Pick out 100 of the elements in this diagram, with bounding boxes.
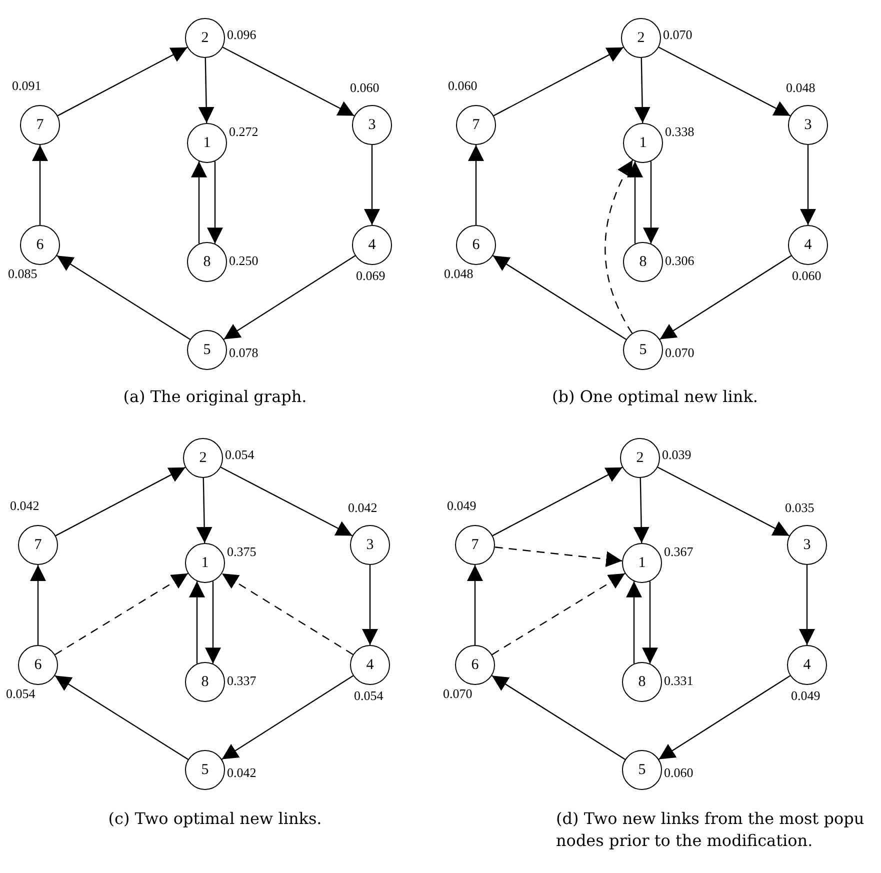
value-label: 0.060 [448,79,478,92]
arrow [468,145,484,225]
caption: (a) The original graph. [122,386,308,408]
arrow [634,58,650,124]
graph-node: 7 [456,105,496,145]
caption: (c) Two optimal new links. [107,808,323,830]
arrow [57,46,188,116]
value-label: 0.085 [8,267,38,280]
graph-node: 5 [185,750,225,790]
value-label: 0.060 [350,81,380,94]
arrow [30,565,46,645]
graph-node: 6 [455,645,495,685]
value-label: 0.042 [227,766,256,779]
arrow [32,145,48,225]
value-label: 0.049 [791,689,820,702]
value-label: 0.060 [792,269,822,282]
graph-node: 1 [187,123,227,163]
arrow [56,255,190,340]
graph-node: 3 [352,105,392,145]
arrow [196,478,212,544]
arrow [220,466,353,536]
arrow [493,46,624,116]
value-label: 0.272 [229,125,258,138]
dashed-arrow [222,573,354,655]
value-label: 0.367 [664,545,694,558]
graph-node: 2 [621,18,661,58]
graph-node: 3 [350,525,390,565]
caption: (b) One optimal new link. [551,386,759,408]
value-label: 0.091 [12,79,42,92]
value-label: 0.042 [348,501,378,514]
arrow [205,581,221,664]
arrow [660,255,792,340]
arrow [657,466,790,536]
graph-node: 5 [622,750,662,790]
graph-node: 3 [788,105,828,145]
graph-node: 8 [623,242,663,282]
graph-node: 8 [187,242,227,282]
value-label: 0.054 [225,448,254,461]
value-label: 0.048 [786,81,816,94]
arrow [54,675,188,760]
graph-node: 8 [185,662,225,702]
arrow [224,255,356,340]
value-label: 0.096 [227,28,256,41]
graph-node: 6 [20,225,60,265]
dashed-arrow [494,546,622,568]
value-label: 0.306 [665,254,694,267]
arrow [800,145,816,225]
value-label: 0.060 [664,766,694,779]
arrow [198,58,214,124]
arrow [492,255,626,340]
graph-node: 1 [622,543,662,583]
value-label: 0.035 [785,501,814,514]
graph-node: 4 [787,645,827,685]
graph-node: 1 [185,543,225,583]
graph-node: 2 [185,18,225,58]
graph-node: 2 [620,438,660,478]
arrow [191,161,207,244]
value-label: 0.070 [443,687,472,700]
value-label: 0.337 [227,674,256,687]
arrow [643,161,659,244]
graph-node: 4 [350,645,390,685]
arrow [207,161,223,244]
value-label: 0.054 [354,689,384,702]
graph-node: 3 [787,525,827,565]
arrow [467,565,483,645]
caption: (d) Two new links from the most popu nodes prior to the modification. [556,808,866,852]
arrow [492,675,626,760]
value-label: 0.049 [447,499,476,512]
arrow [626,581,642,664]
graph-node: 7 [18,525,58,565]
graph-node: 5 [623,330,663,370]
arrow [189,581,205,664]
value-label: 0.042 [10,499,40,512]
value-label: 0.331 [664,674,694,687]
graph-node: 7 [20,105,60,145]
graph-node: 6 [18,645,58,685]
value-label: 0.338 [665,125,694,138]
value-label: 0.070 [663,28,692,41]
arrow [362,565,378,645]
arrow [364,145,380,225]
value-label: 0.078 [229,346,258,359]
arrow [222,46,355,116]
graph-node: 4 [788,225,828,265]
arrow [492,466,623,536]
arrow [633,478,650,544]
value-label: 0.070 [665,346,694,359]
graph-node: 1 [623,123,663,163]
arrow [658,46,791,116]
value-label: 0.375 [227,545,256,558]
value-label: 0.039 [662,448,692,461]
value-label: 0.054 [6,687,36,700]
value-label: 0.069 [356,269,386,282]
dashed-arrow [492,572,626,656]
graph-node: 5 [187,330,227,370]
graph-node: 4 [352,225,392,265]
arrow [658,675,790,760]
value-label: 0.048 [444,267,474,280]
graph-node: 7 [455,525,495,565]
value-label: 0.250 [229,254,258,267]
arrow [642,581,658,664]
